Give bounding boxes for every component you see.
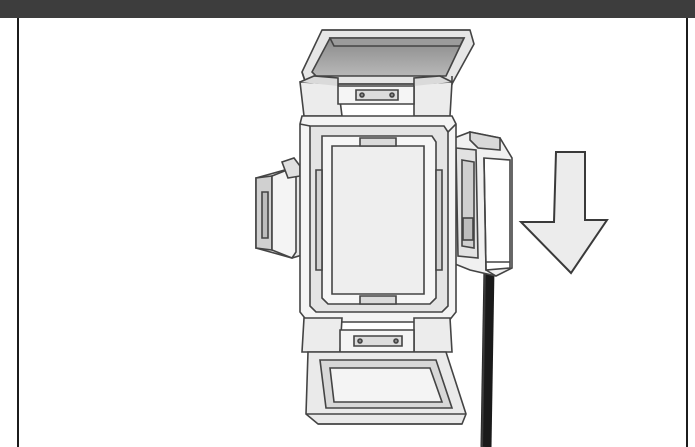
header-bar <box>0 0 695 18</box>
bottom-flip-lid <box>305 351 467 425</box>
power-cable <box>480 267 495 447</box>
top-flip-lid <box>301 29 475 85</box>
frame-border-left <box>17 18 19 447</box>
down-arrow-icon <box>518 151 609 275</box>
upper-clamp <box>299 75 453 117</box>
frame-border-right <box>686 18 688 447</box>
left-side-grip <box>255 157 313 259</box>
side-connector-clamp <box>448 131 513 277</box>
holder-body <box>299 115 457 323</box>
lower-clamp <box>301 317 453 353</box>
